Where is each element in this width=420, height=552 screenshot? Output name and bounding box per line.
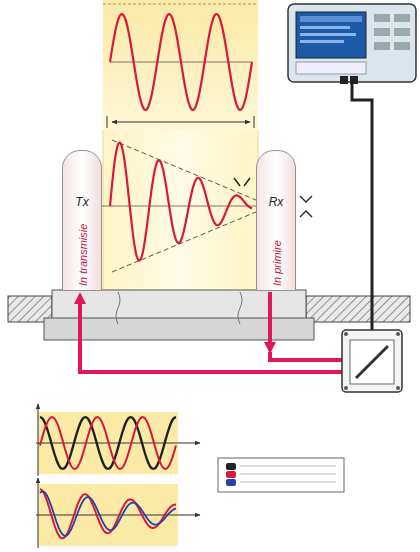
ultrasound-beam: [103, 130, 258, 295]
signal-wire: [268, 292, 272, 348]
probe-symbol: Tx: [63, 195, 101, 209]
damped-wave: [110, 143, 252, 261]
signal-wire: [270, 352, 345, 360]
waveform-plot: [36, 404, 200, 476]
probe-label: In transmisie: [77, 224, 89, 286]
pipe-section: [44, 318, 314, 340]
transmitter-probe: Tx In transmisie: [62, 150, 102, 291]
envelope-line: [112, 140, 256, 200]
probe-symbol: Rx: [257, 195, 295, 209]
controller-device: [288, 4, 416, 84]
cable: [352, 84, 372, 330]
sine-wave: [110, 14, 252, 110]
pipe-wall: [306, 296, 410, 322]
receiver-probe: Rx In primire: [256, 150, 296, 291]
waveform-plot: [36, 478, 200, 548]
probe-label: In primire: [271, 240, 283, 286]
distance-arrow: [112, 122, 250, 123]
legend-box: [218, 458, 344, 492]
signal-wire: [80, 298, 345, 372]
junction-box: [342, 330, 402, 392]
signal-panel: [103, 0, 258, 130]
flange: [52, 290, 306, 320]
